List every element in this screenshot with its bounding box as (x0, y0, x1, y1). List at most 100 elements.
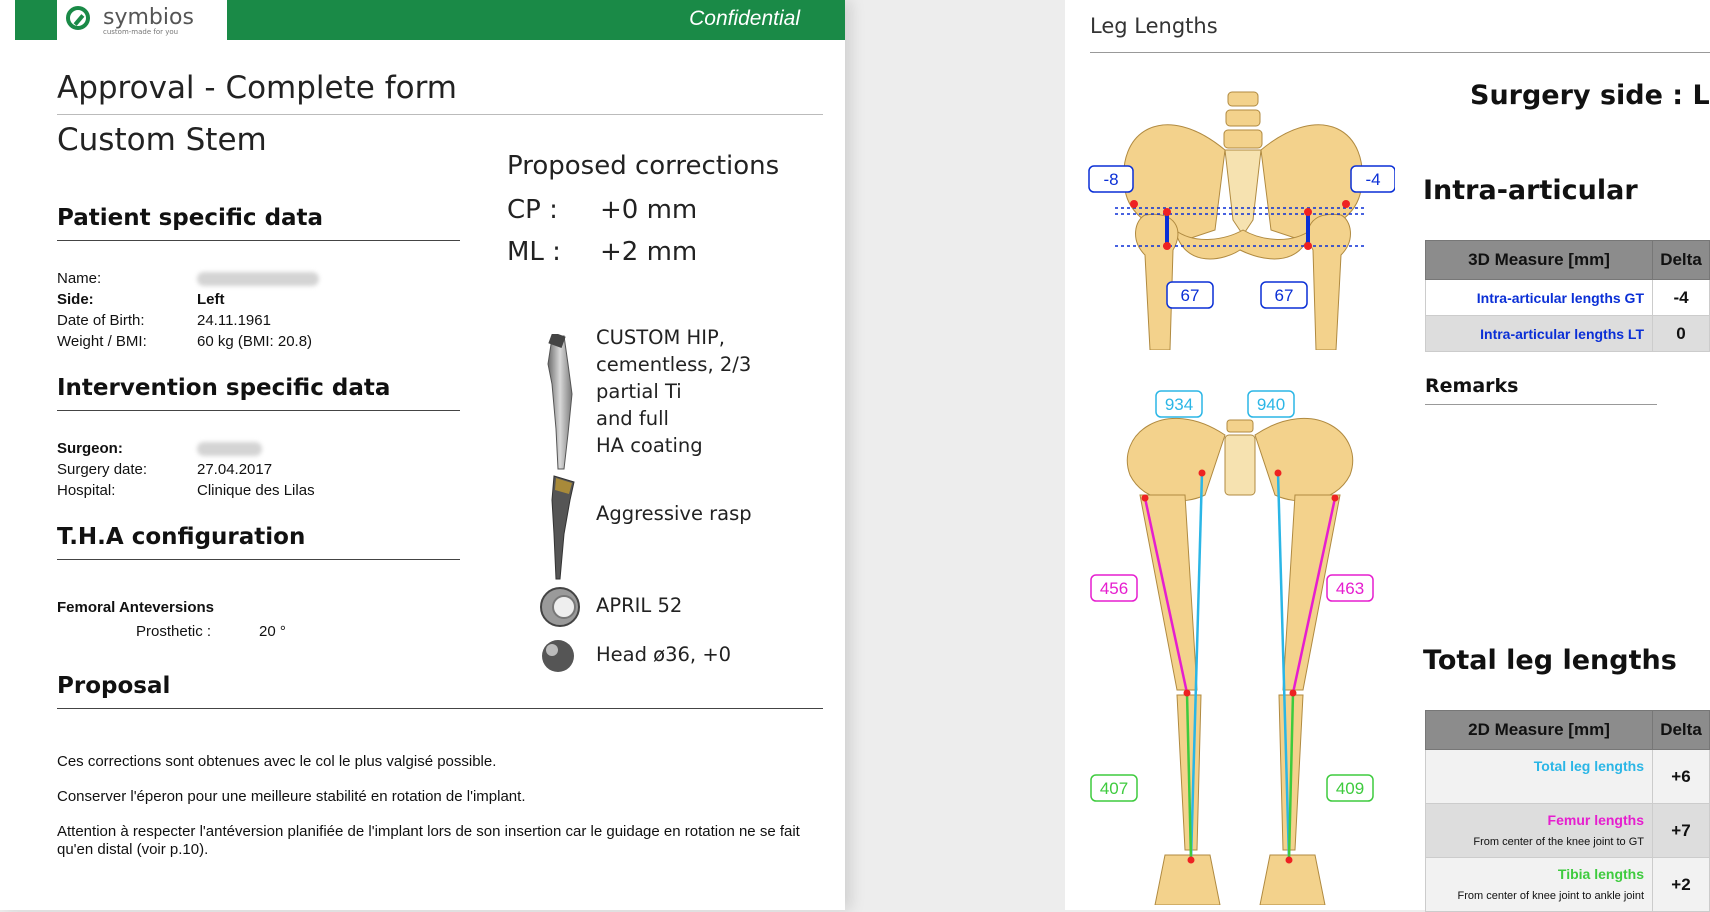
leg-label-femur-left: 456 (1090, 574, 1138, 602)
surgery-side-label: Surgery side : LEFT (1470, 80, 1710, 111)
cup-icon (540, 587, 580, 627)
tha-divider (57, 559, 460, 560)
svg-text:463: 463 (1336, 579, 1364, 598)
dob-value: 24.11.1961 (197, 312, 271, 329)
approval-form-page: Confidential symbios custom-made for you… (0, 0, 845, 910)
ml-value: +2 mm (600, 237, 698, 267)
proposal-paragraph-1: Ces corrections sont obtenues avec le co… (57, 753, 497, 770)
weight-value: 60 kg (BMI: 20.8) (197, 333, 313, 350)
table-row: Tibia lengths From center of knee joint … (1425, 857, 1710, 912)
custom-hip-line-3: partial Ti (596, 380, 682, 403)
cup-text: APRIL 52 (596, 594, 683, 617)
weight-label: Weight / BMI: (57, 333, 147, 350)
surgery-date-value: 27.04.2017 (197, 461, 273, 478)
intra-header-delta: Delta (1652, 240, 1710, 280)
name-value-redacted (197, 270, 319, 287)
rasp-icon (551, 475, 575, 580)
total-row-label: Total leg lengths (1425, 749, 1653, 804)
hospital-label: Hospital: (57, 482, 116, 499)
total-leg-lengths-title: Total leg lengths (1423, 645, 1677, 676)
surgeon-label: Surgeon: (57, 440, 123, 457)
proposal-paragraph-3: Attention à respecter l'antéversion plan… (57, 823, 800, 858)
page-title: Approval - Complete form (57, 70, 457, 106)
hospital-value: Clinique des Lilas (197, 482, 315, 499)
pelvis-label-left-top: -8 (1088, 165, 1134, 193)
tibia-row-label-text: Tibia lengths (1557, 866, 1644, 882)
tha-section-title: T.H.A configuration (57, 524, 306, 550)
femur-row-label-text: Femur lengths (1547, 812, 1644, 828)
intervention-section-title: Intervention specific data (57, 375, 391, 401)
svg-text:-8: -8 (1103, 170, 1118, 189)
dob-label: Date of Birth: (57, 312, 145, 329)
remarks-title: Remarks (1425, 375, 1519, 397)
svg-text:407: 407 (1100, 779, 1128, 798)
pelvis-diagram: -8 -4 67 67 (1088, 91, 1395, 350)
surgery-date-label: Surgery date: (57, 461, 148, 478)
leg-label-tibia-left: 407 (1090, 774, 1138, 802)
intra-row-delta: -4 (1652, 279, 1710, 316)
total-leg-lengths-table: 2D Measure [mm] Delta Total leg lengths … (1425, 710, 1710, 912)
intra-header-measure: 3D Measure [mm] (1425, 240, 1653, 280)
leg-label-total-right: 940 (1247, 390, 1295, 418)
intra-row-label: Intra-articular lengths LT (1425, 315, 1653, 352)
femur-row-delta: +7 (1652, 803, 1710, 858)
total-row-delta: +6 (1652, 749, 1710, 804)
logo-text: symbios (103, 5, 194, 30)
leg-label-total-left: 934 (1155, 390, 1203, 418)
cp-correction-row: CP : +0 mm (507, 195, 697, 225)
intra-row-label: Intra-articular lengths GT (1425, 279, 1653, 316)
leg-label-tibia-right: 409 (1326, 774, 1374, 802)
tibia-row-label: Tibia lengths From center of knee joint … (1425, 857, 1653, 912)
svg-text:67: 67 (1275, 286, 1294, 305)
proposal-section-title: Proposal (57, 673, 171, 699)
custom-hip-line-5: HA coating (596, 434, 703, 457)
side-label: Side: (57, 291, 94, 308)
ml-label: ML : (507, 237, 561, 267)
svg-text:-4: -4 (1365, 170, 1380, 189)
total-row-label-text: Total leg lengths (1533, 758, 1644, 774)
pelvis-label-right-top: -4 (1350, 165, 1395, 193)
intra-articular-title: Intra-articular (1423, 175, 1638, 206)
ml-correction-row: ML : +2 mm (507, 237, 697, 267)
svg-text:940: 940 (1257, 395, 1285, 414)
cp-value: +0 mm (600, 195, 698, 225)
leg-lengths-title: Leg Lengths (1090, 14, 1218, 38)
total-header-delta: Delta (1652, 710, 1710, 750)
title-divider (57, 114, 823, 115)
intra-row-delta: 0 (1652, 315, 1710, 352)
svg-text:456: 456 (1100, 579, 1128, 598)
pelvis-label-left-bottom: 67 (1166, 281, 1214, 309)
patient-divider (57, 240, 460, 241)
femur-row-label: Femur lengths From center of the knee jo… (1425, 803, 1653, 858)
proposal-paragraph-2: Conserver l'éperon pour une meilleure st… (57, 788, 526, 805)
stem-icon (547, 334, 573, 470)
svg-text:409: 409 (1336, 779, 1364, 798)
tibia-row-sub: From center of knee joint to ankle joint (1457, 890, 1644, 902)
total-header-measure: 2D Measure [mm] (1425, 710, 1653, 750)
corrections-title: Proposed corrections (507, 151, 780, 181)
name-label: Name: (57, 270, 102, 287)
femur-row-sub: From center of the knee joint to GT (1473, 836, 1644, 848)
side-value: Left (197, 291, 225, 308)
leg-lengths-divider (1090, 52, 1710, 53)
prosthetic-label: Prosthetic : (136, 623, 212, 640)
proposal-divider (57, 708, 823, 709)
table-row: Intra-articular lengths GT -4 (1425, 279, 1710, 316)
custom-hip-line-4: and full (596, 407, 669, 430)
intervention-divider (57, 410, 460, 411)
patient-section-title: Patient specific data (57, 205, 324, 231)
confidential-label: Confidential (689, 7, 800, 30)
tibia-row-delta: +2 (1652, 857, 1710, 912)
leg-lengths-page: Leg Lengths Surgery side : LEFT -8 (1065, 0, 1710, 912)
leg-label-femur-right: 463 (1326, 574, 1374, 602)
remarks-divider (1425, 404, 1657, 405)
symbios-logo: symbios custom-made for you (57, 0, 227, 40)
pelvis-label-right-bottom: 67 (1260, 281, 1308, 309)
table-row: Femur lengths From center of the knee jo… (1425, 803, 1710, 858)
page-subtitle: Custom Stem (57, 122, 267, 158)
intra-articular-table: 3D Measure [mm] Delta Intra-articular le… (1425, 240, 1710, 352)
cp-label: CP : (507, 195, 558, 225)
svg-text:67: 67 (1181, 286, 1200, 305)
logo-tagline: custom-made for you (103, 28, 179, 36)
anteversion-label: Femoral Anteversions (57, 599, 214, 616)
